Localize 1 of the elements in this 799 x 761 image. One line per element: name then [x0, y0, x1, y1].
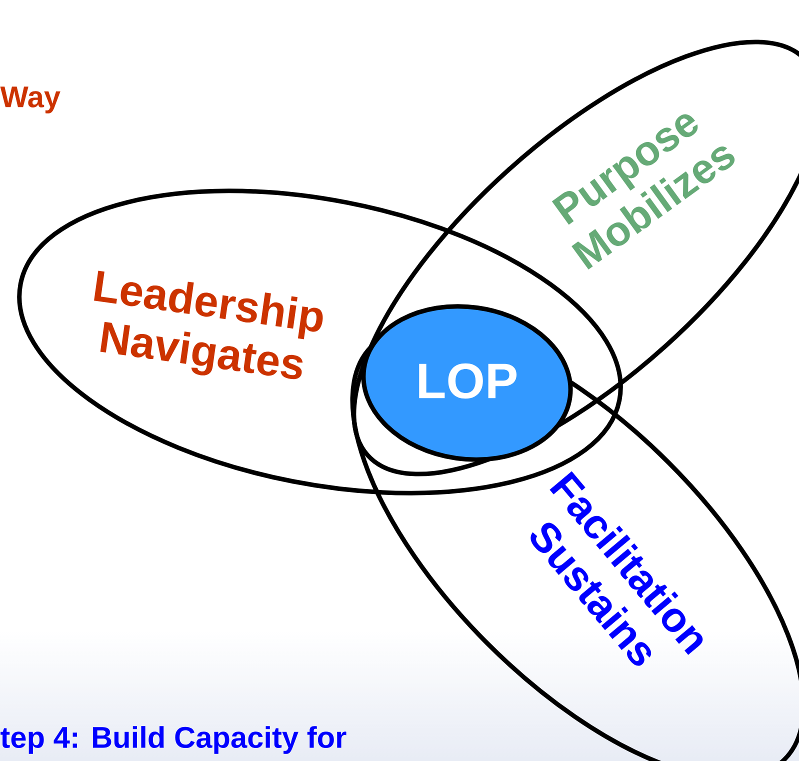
heading-text: Way [0, 86, 60, 114]
